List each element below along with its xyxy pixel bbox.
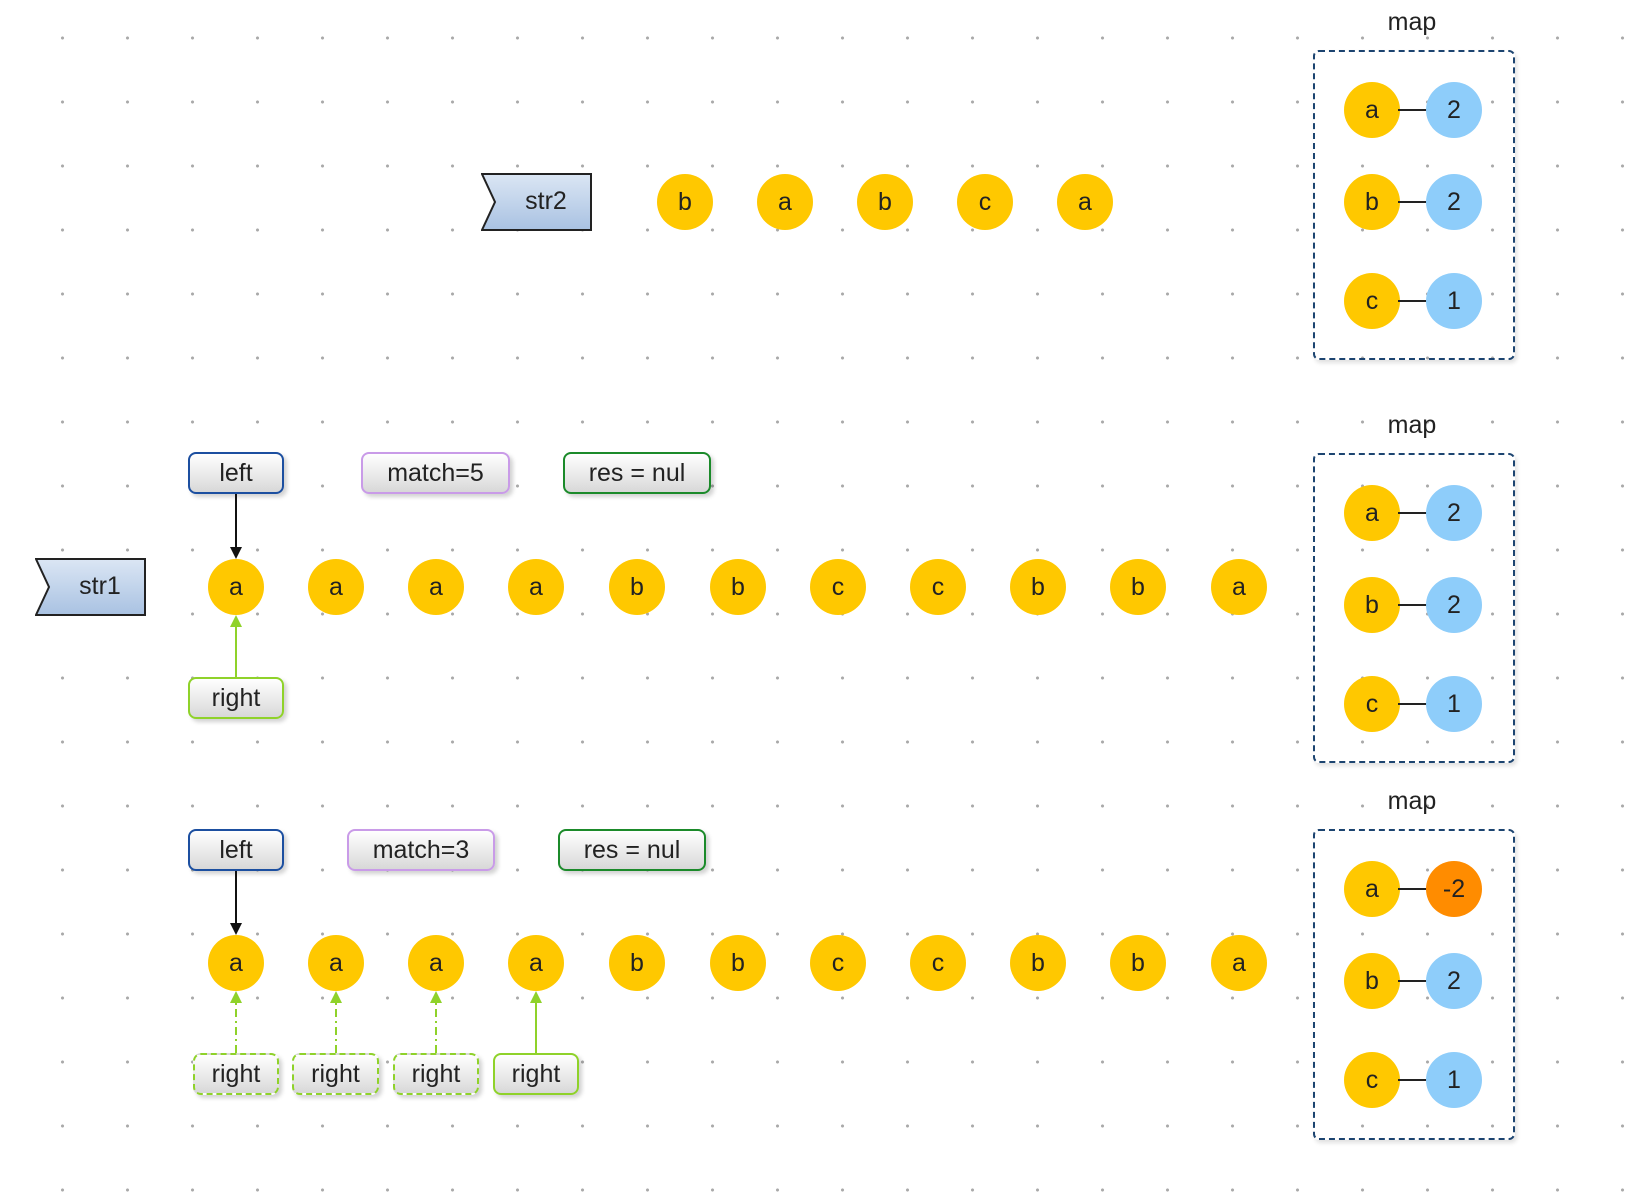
map-title: map: [1387, 8, 1437, 36]
right-pointer-previous-box: right: [393, 1053, 479, 1095]
map-key: b: [1344, 953, 1400, 1009]
str1-char: b: [710, 559, 766, 615]
map-value-negative: -2: [1426, 861, 1482, 917]
right-pointer-box: right: [188, 677, 284, 719]
left-pointer-box: left: [188, 829, 284, 871]
str2-char: b: [857, 174, 913, 230]
map-value: 2: [1426, 174, 1482, 230]
str1-char: a: [308, 559, 364, 615]
result-box: res = nul: [563, 452, 711, 494]
map-link: [1398, 888, 1430, 890]
flag-shape: [35, 558, 146, 616]
map-key: b: [1344, 577, 1400, 633]
map-key: a: [1344, 485, 1400, 541]
str1-char: a: [508, 935, 564, 991]
map-link: [1398, 604, 1430, 606]
str1-char: b: [609, 935, 665, 991]
str2-label-flag: str2: [481, 172, 593, 232]
str1-char: a: [508, 559, 564, 615]
map-key: c: [1344, 1052, 1400, 1108]
map-value: 1: [1426, 273, 1482, 329]
str2-char: a: [1057, 174, 1113, 230]
map-link: [1398, 1079, 1430, 1081]
str2-char: c: [957, 174, 1013, 230]
str1-char: a: [208, 559, 264, 615]
map-link: [1398, 201, 1430, 203]
str1-char: b: [609, 559, 665, 615]
str1-char: c: [910, 559, 966, 615]
str1-char: b: [1010, 935, 1066, 991]
map-link: [1398, 300, 1430, 302]
str2-label: str2: [525, 186, 567, 215]
map-value: 2: [1426, 953, 1482, 1009]
str1-char: c: [910, 935, 966, 991]
str1-char: c: [810, 559, 866, 615]
str1-char: a: [208, 935, 264, 991]
str2-char: b: [657, 174, 713, 230]
map-link: [1398, 512, 1430, 514]
map-title: map: [1387, 411, 1437, 439]
map-key: c: [1344, 676, 1400, 732]
map-link: [1398, 980, 1430, 982]
right-pointer-box: right: [493, 1053, 579, 1095]
str1-char: b: [1110, 935, 1166, 991]
str1-char: b: [1110, 559, 1166, 615]
map-link: [1398, 703, 1430, 705]
map-value: 2: [1426, 485, 1482, 541]
map-title: map: [1387, 787, 1437, 815]
map-box: [1313, 829, 1515, 1140]
match-counter-box: match=3: [347, 829, 495, 871]
str1-label: str1: [79, 571, 121, 600]
str1-char: a: [1211, 935, 1267, 991]
right-pointer-previous-box: right: [292, 1053, 379, 1095]
flag-shape: [481, 173, 592, 231]
str2-char: a: [757, 174, 813, 230]
map-value: 2: [1426, 577, 1482, 633]
str1-char: a: [308, 935, 364, 991]
map-key: a: [1344, 861, 1400, 917]
str1-char: b: [710, 935, 766, 991]
right-pointer-previous-box: right: [193, 1053, 279, 1095]
map-key: c: [1344, 273, 1400, 329]
str1-label-flag: str1: [35, 557, 147, 617]
map-value: 1: [1426, 676, 1482, 732]
left-pointer-box: left: [188, 452, 284, 494]
str1-char: a: [1211, 559, 1267, 615]
map-box: [1313, 50, 1515, 360]
str1-char: b: [1010, 559, 1066, 615]
match-counter-box: match=5: [361, 452, 510, 494]
str1-char: a: [408, 935, 464, 991]
map-key: a: [1344, 82, 1400, 138]
map-box: [1313, 453, 1515, 763]
map-value: 1: [1426, 1052, 1482, 1108]
map-link: [1398, 109, 1430, 111]
result-box: res = nul: [558, 829, 706, 871]
map-value: 2: [1426, 82, 1482, 138]
str1-char: c: [810, 935, 866, 991]
map-key: b: [1344, 174, 1400, 230]
str1-char: a: [408, 559, 464, 615]
